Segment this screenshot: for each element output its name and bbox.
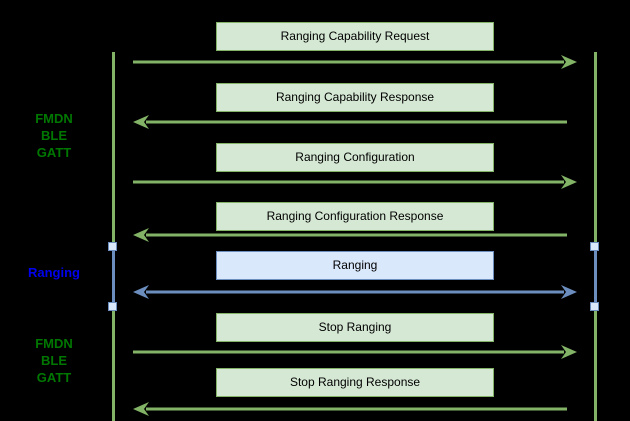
message-box: Ranging <box>216 251 494 280</box>
lifeline-left <box>112 52 115 421</box>
phase-label-line: FMDN <box>35 111 73 126</box>
message-arrow-right-icon <box>133 175 577 189</box>
arrow-head <box>561 345 577 359</box>
phase-label-fmdn-ble-gatt-bottom: FMDN BLE GATT <box>0 335 108 386</box>
message-arrow-right-icon <box>133 345 577 359</box>
phase-label-fmdn-ble-gatt-top: FMDN BLE GATT <box>0 110 108 161</box>
phase-label-ranging: Ranging <box>28 265 80 280</box>
lifeline-right <box>594 52 597 421</box>
arrow-head <box>561 175 577 189</box>
message-arrow-left-icon <box>133 115 567 129</box>
message-arrow-left-icon <box>133 228 567 242</box>
message-arrow-both-icon <box>133 285 577 299</box>
phase-label-line: GATT <box>36 370 72 385</box>
arrow-head <box>133 285 149 299</box>
phase-label-line: FMDN <box>35 336 73 351</box>
message-box: Stop Ranging <box>216 313 494 342</box>
message-arrow-left-icon <box>133 402 567 416</box>
arrow-head <box>133 402 149 416</box>
arrow-head <box>561 55 577 69</box>
ranging-segment-marker-icon <box>108 302 117 311</box>
ranging-segment-marker-icon <box>108 242 117 251</box>
ranging-segment-marker-icon <box>590 242 599 251</box>
ranging-segment-marker-icon <box>590 302 599 311</box>
message-box: Ranging Capability Response <box>216 83 494 112</box>
lifeline-right-ranging-segment <box>594 247 597 308</box>
lifeline-left-ranging-segment <box>112 247 115 308</box>
message-arrow-right-icon <box>133 55 577 69</box>
phase-label-line: BLE <box>41 128 67 143</box>
arrow-head <box>133 228 149 242</box>
message-box: Ranging Configuration Response <box>216 202 494 231</box>
message-box: Stop Ranging Response <box>216 368 494 397</box>
phase-label-line: GATT <box>36 145 72 160</box>
message-box: Ranging Configuration <box>216 143 494 172</box>
message-box: Ranging Capability Request <box>216 22 494 51</box>
arrow-head <box>133 115 149 129</box>
phase-label-line: BLE <box>41 353 67 368</box>
arrow-head <box>561 285 577 299</box>
